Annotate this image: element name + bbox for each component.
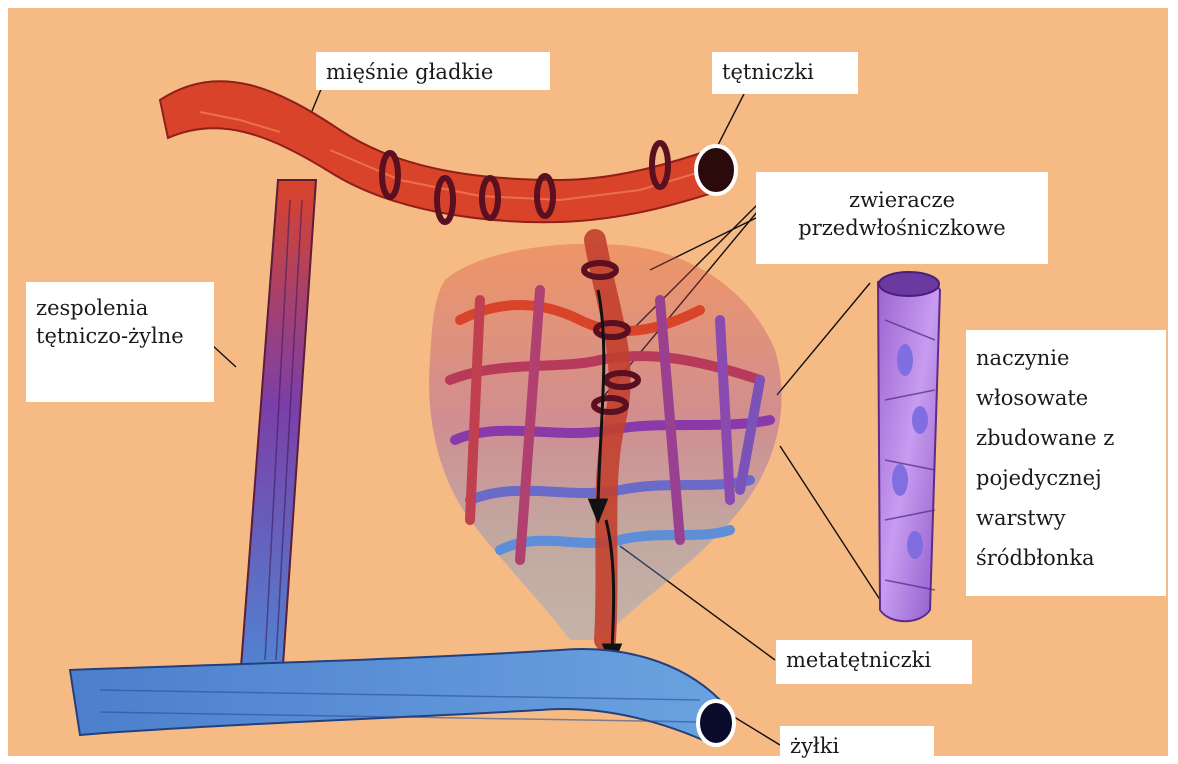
anastomosis-vessel <box>240 180 316 680</box>
label-smooth-muscle: mięśnie gładkie <box>316 52 550 90</box>
label-venules-text: żyłki <box>790 734 839 758</box>
capillary-bed <box>429 240 782 665</box>
label-capillary-line-1: naczynie <box>976 338 1156 378</box>
capillary-lumen <box>879 272 939 296</box>
leader-capillary-1 <box>777 283 870 395</box>
label-capillary-line-4: pojedycznej <box>976 458 1156 498</box>
leader-arterioles <box>718 92 745 145</box>
venule-lumen <box>698 701 734 745</box>
arteriole-lumen <box>696 146 736 194</box>
label-anastomoses: zespolenia tętniczo-żylne <box>26 282 214 402</box>
label-capillary-line-3: zbudowane z <box>976 418 1156 458</box>
label-anastomoses-line-1: zespolenia <box>36 294 204 322</box>
label-capillary-line-6: śródbłonka <box>976 538 1156 578</box>
label-sphincters-line-1: zwieracze <box>766 186 1038 214</box>
label-sphincters-line-2: przedwłośniczkowe <box>766 214 1038 242</box>
venule-vessel <box>70 649 734 745</box>
label-arterioles: tętniczki <box>712 52 858 94</box>
label-capillary: naczynie włosowate zbudowane z pojedyczn… <box>966 330 1166 596</box>
label-capillary-line-5: warstwy <box>976 498 1156 538</box>
label-venules: żyłki <box>780 726 934 764</box>
label-metarterioles: metatętniczki <box>776 640 972 684</box>
label-smooth-muscle-text: mięśnie gładkie <box>326 60 493 84</box>
capillary-vessel <box>878 272 940 621</box>
label-arterioles-text: tętniczki <box>722 60 814 84</box>
label-anastomoses-line-2: tętniczo-żylne <box>36 322 204 350</box>
leader-anastomoses <box>212 345 236 367</box>
label-precapillary-sphincters: zwieracze przedwłośniczkowe <box>756 172 1048 264</box>
leader-capillary-2 <box>780 446 888 612</box>
label-capillary-line-2: włosowate <box>976 378 1156 418</box>
label-metarterioles-text: metatętniczki <box>786 648 931 672</box>
arteriole-vessel <box>160 81 736 222</box>
